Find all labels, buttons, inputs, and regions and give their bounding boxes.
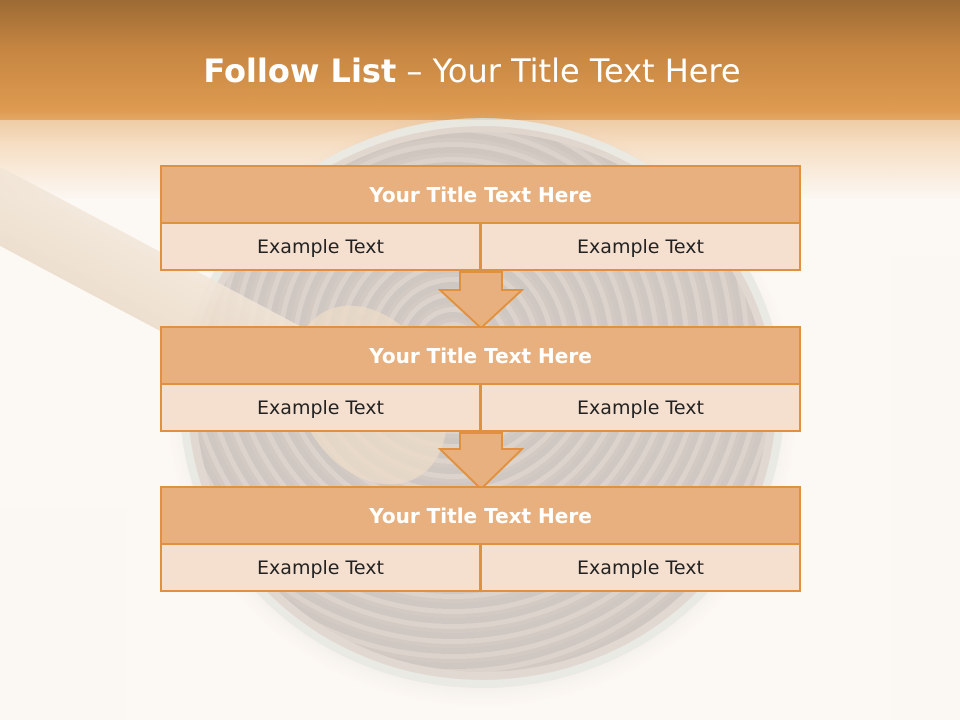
- down-arrow-icon-2: [438, 432, 524, 491]
- step-3-left-cell: Example Text: [160, 543, 481, 592]
- step-title-1: Your Title Text Here: [160, 165, 801, 224]
- step-1-right-cell: Example Text: [480, 222, 801, 271]
- step-1-left-cell: Example Text: [160, 222, 481, 271]
- step-title-2: Your Title Text Here: [160, 326, 801, 385]
- step-2-left-cell: Example Text: [160, 383, 481, 432]
- slide-title-bold: Follow List: [203, 52, 397, 90]
- slide-title: Follow List – Your Title Text Here: [0, 52, 944, 90]
- step-box-3: Your Title Text Here Example Text Exampl…: [160, 486, 801, 592]
- down-arrow-icon-1: [438, 271, 524, 330]
- slide-title-rest: – Your Title Text Here: [396, 52, 741, 90]
- step-title-3: Your Title Text Here: [160, 486, 801, 545]
- step-box-1: Your Title Text Here Example Text Exampl…: [160, 165, 801, 271]
- step-3-right-cell: Example Text: [480, 543, 801, 592]
- step-2-right-cell: Example Text: [480, 383, 801, 432]
- step-box-2: Your Title Text Here Example Text Exampl…: [160, 326, 801, 432]
